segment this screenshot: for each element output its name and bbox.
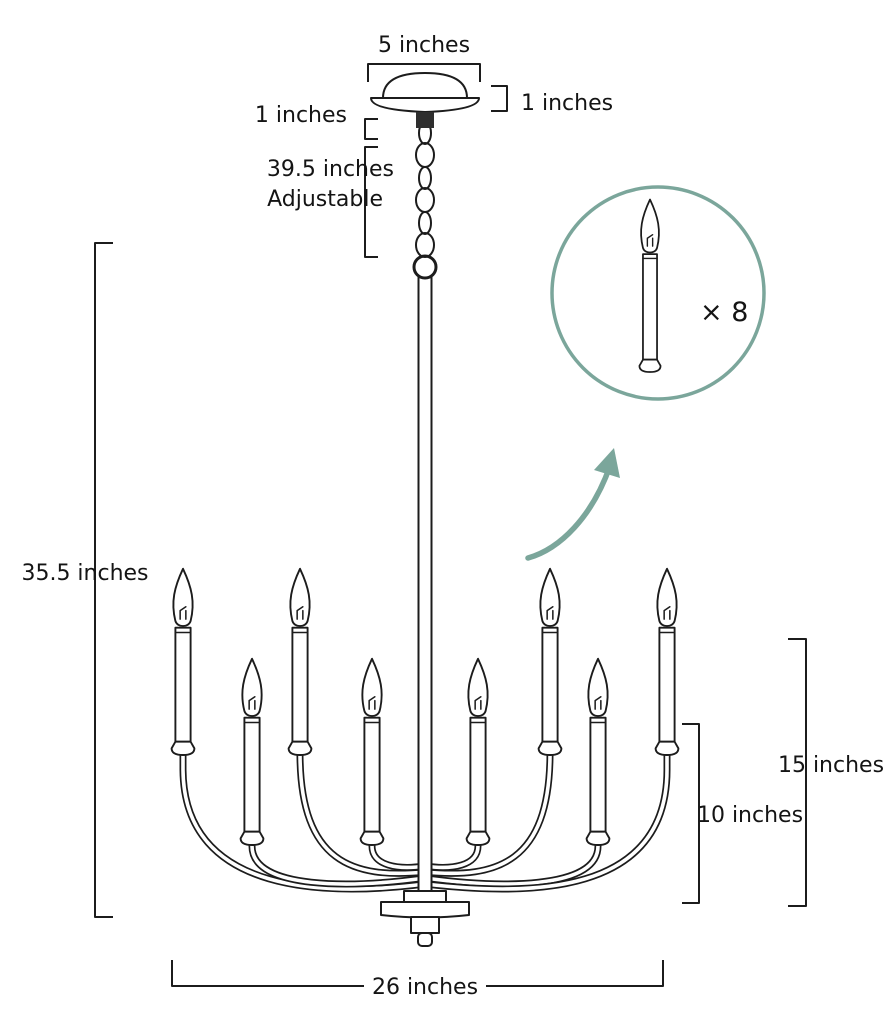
dim-fixture-width: 26 inches [171,960,664,1000]
detail-candle [638,198,662,373]
fixture-width-label: 26 inches [372,975,478,1000]
bottom-hub [380,890,470,947]
dim-chain-length: 39.5 inches Adjustable [267,146,394,258]
chain [412,121,438,280]
callout-arrow [525,448,620,561]
hanging-ring [412,254,438,280]
dim-total-height: 35.5 inches [21,242,149,918]
chain-length-label: 39.5 inches [267,157,394,182]
chain-adjustable-label: Adjustable [267,187,383,212]
bulb-count-label: × 8 [700,297,748,328]
ceiling-canopy [370,72,480,128]
dim-inner-candle-height: 10 inches [682,723,803,904]
candle [287,567,313,756]
dim-outer-candle-height: 15 inches [778,638,884,907]
dim-canopy-width: 5 inches [367,33,481,82]
total-height-label: 35.5 inches [21,561,148,586]
dim-canopy-height: 1 inches [491,85,613,116]
stem-height-label: 1 inches [255,103,347,128]
canopy-width-label: 5 inches [378,33,470,58]
candle [537,567,563,756]
candle [654,567,680,756]
outer-candle-height-label: 15 inches [778,753,884,778]
bulb-detail-callout: × 8 [550,185,766,401]
detail-circle [550,185,766,401]
candle [465,657,491,846]
candle [170,567,196,756]
candle [585,657,611,846]
candle [359,657,385,846]
dim-stem-height: 1 inches [255,103,378,140]
arrowhead [594,448,620,478]
candle [239,657,265,846]
canopy-height-label: 1 inches [521,91,613,116]
inner-candle-height-label: 10 inches [697,803,803,828]
canopy-stem [416,112,434,128]
